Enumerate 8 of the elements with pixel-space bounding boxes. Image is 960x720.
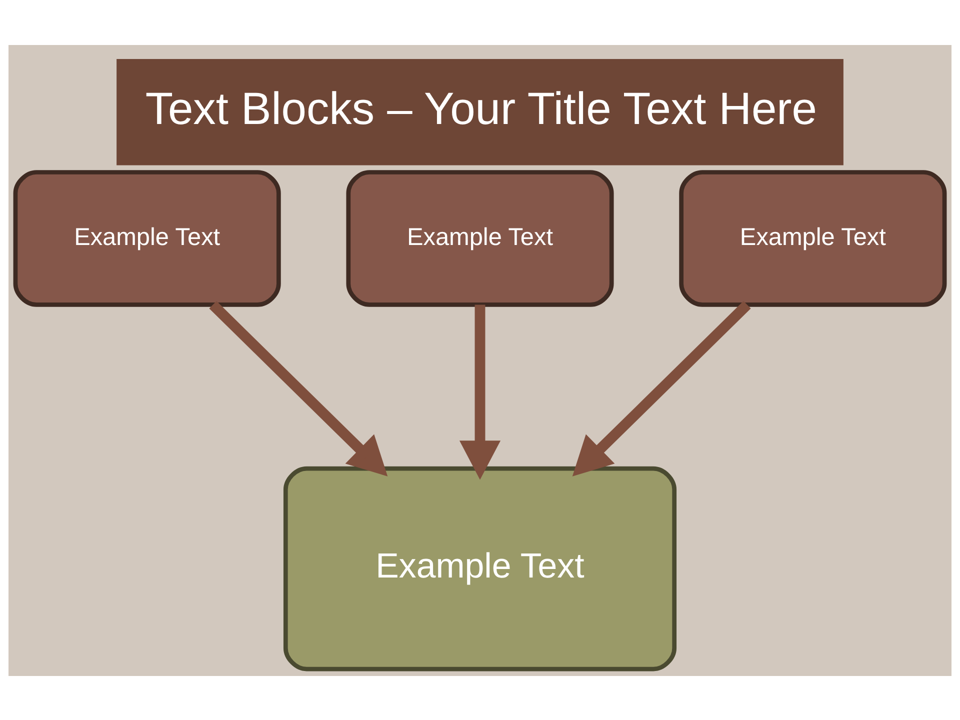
node-box: Example Text bbox=[679, 170, 947, 306]
node-box: Example Text bbox=[13, 170, 281, 306]
node-box: Example Text bbox=[346, 170, 614, 306]
node-box: Example Text bbox=[283, 466, 677, 671]
arrow bbox=[209, 300, 388, 476]
arrow bbox=[459, 304, 501, 480]
diagram-title: Text Blocks – Your Title Text Here bbox=[145, 82, 817, 134]
arrow bbox=[572, 300, 751, 476]
